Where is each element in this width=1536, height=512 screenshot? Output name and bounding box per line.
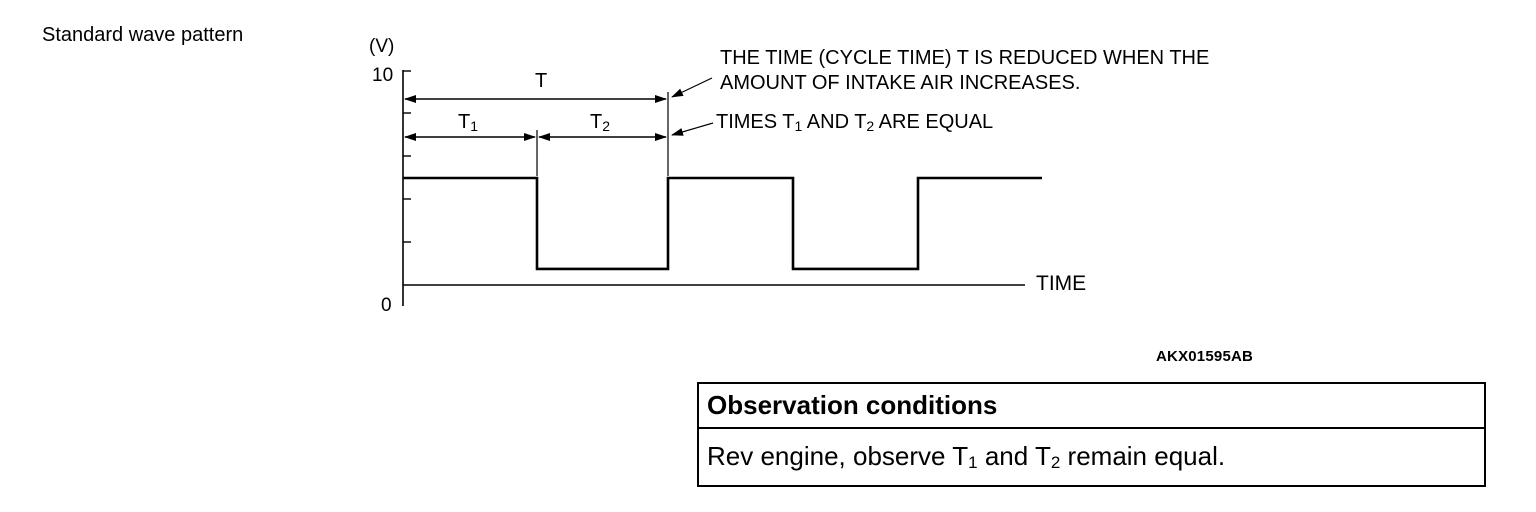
- note2: TIMES T1 AND T2 ARE EQUAL: [716, 111, 993, 134]
- table-header-row: Observation conditions: [697, 382, 1486, 429]
- y-min-label: 0: [381, 295, 392, 316]
- note1-leader-arrow: [671, 77, 713, 98]
- note2-leader-arrow: [671, 122, 714, 136]
- observation-conditions-table: Observation conditions Rev engine, obser…: [697, 382, 1486, 487]
- y-unit-label: (V): [369, 36, 394, 57]
- y-axis: [402, 70, 411, 306]
- note1-line1: THE TIME (CYCLE TIME) T IS REDUCED WHEN …: [720, 47, 1209, 69]
- y-max-label: 10: [372, 65, 393, 86]
- note1-line2: AMOUNT OF INTAKE AIR INCREASES.: [720, 72, 1080, 94]
- observation-conditions-header: Observation conditions: [697, 382, 1486, 429]
- t2-label: T2: [590, 111, 610, 134]
- x-axis-label: TIME: [1036, 272, 1086, 295]
- table-row: Rev engine, observe T1 and T2 remain equ…: [697, 427, 1486, 487]
- figure-id: AKX01595AB: [1156, 348, 1254, 365]
- period-label: T: [535, 70, 547, 92]
- square-wave: [403, 176, 1042, 271]
- t1-label: T1: [458, 111, 478, 134]
- observation-conditions-text: Rev engine, observe T1 and T2 remain equ…: [697, 427, 1486, 487]
- wave-pattern-heading: Standard wave pattern: [42, 24, 244, 46]
